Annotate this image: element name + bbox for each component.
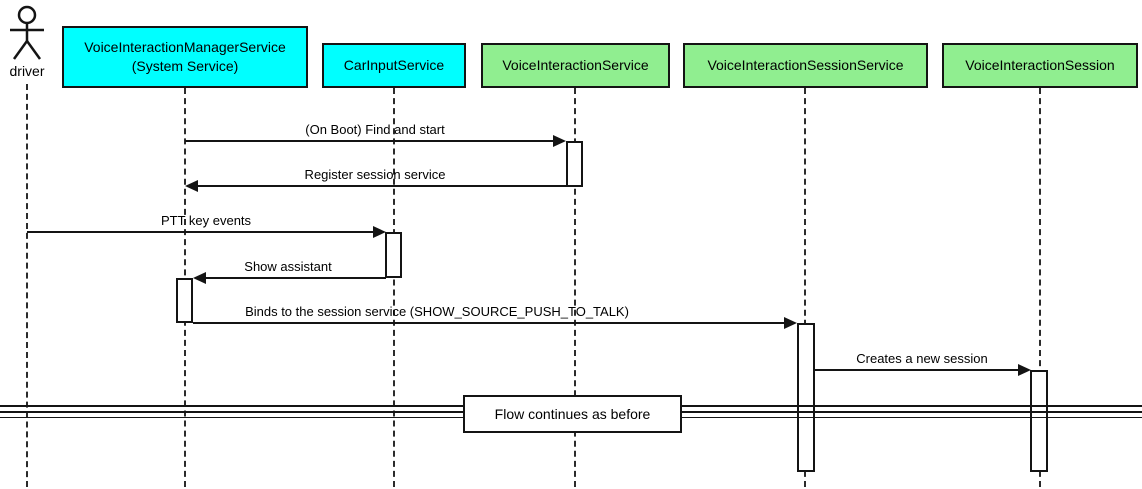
participant-label: VoiceInteractionManagerService (System S… xyxy=(84,39,286,74)
message-arrow-6 xyxy=(815,369,1021,371)
activation-voiceinteractionservice xyxy=(566,141,583,187)
participant-label: VoiceInteractionService xyxy=(502,57,649,74)
message-label: Register session service xyxy=(304,167,446,182)
arrowhead-icon xyxy=(193,272,206,284)
message-label: Show assistant xyxy=(244,259,332,274)
arrowhead-icon xyxy=(553,135,566,147)
arrowhead-icon xyxy=(373,226,386,238)
lifeline-carinputservice xyxy=(393,88,395,487)
message-label: (On Boot) Find and start xyxy=(305,122,445,137)
lifeline-voiceinteractionsession xyxy=(1039,88,1041,487)
activation-voiceinteractionmanagerservice xyxy=(176,278,193,323)
message-arrow-1 xyxy=(185,140,555,142)
message-label: Binds to the session service (SHOW_SOURC… xyxy=(245,304,629,319)
arrowhead-icon xyxy=(1018,364,1031,376)
lifeline-voiceinteractionsessionservice xyxy=(804,88,806,487)
message-arrow-4 xyxy=(204,277,386,279)
participant-label: VoiceInteractionSessionService xyxy=(707,57,904,74)
actor-label: driver xyxy=(9,63,45,79)
lifeline-voiceinteractionservice xyxy=(574,88,576,487)
message-arrow-3 xyxy=(27,231,375,233)
participant-carinputservice: CarInputService xyxy=(322,43,466,88)
participant-label: VoiceInteractionSession xyxy=(965,57,1115,74)
participant-voiceinteractionservice: VoiceInteractionService xyxy=(481,43,670,88)
activation-voiceinteractionsession xyxy=(1030,370,1048,472)
message-label: Creates a new session xyxy=(856,351,988,366)
divider-label-box: Flow continues as before xyxy=(463,395,682,433)
arrowhead-icon xyxy=(784,317,797,329)
activation-carinputservice xyxy=(385,232,402,278)
participant-voiceinteractionsessionservice: VoiceInteractionSessionService xyxy=(683,43,928,88)
divider-label: Flow continues as before xyxy=(494,406,651,422)
lifeline-driver xyxy=(26,84,28,487)
message-label: PTT key events xyxy=(160,213,252,228)
participant-voiceinteractionmanagerservice: VoiceInteractionManagerService (System S… xyxy=(62,26,308,88)
participant-label: CarInputService xyxy=(343,57,445,74)
arrowhead-icon xyxy=(185,180,198,192)
participant-voiceinteractionsession: VoiceInteractionSession xyxy=(942,43,1138,88)
message-arrow-5 xyxy=(193,322,786,324)
message-arrow-2 xyxy=(196,185,566,187)
person-icon xyxy=(10,5,44,60)
activation-voiceinteractionsessionservice xyxy=(797,323,815,472)
